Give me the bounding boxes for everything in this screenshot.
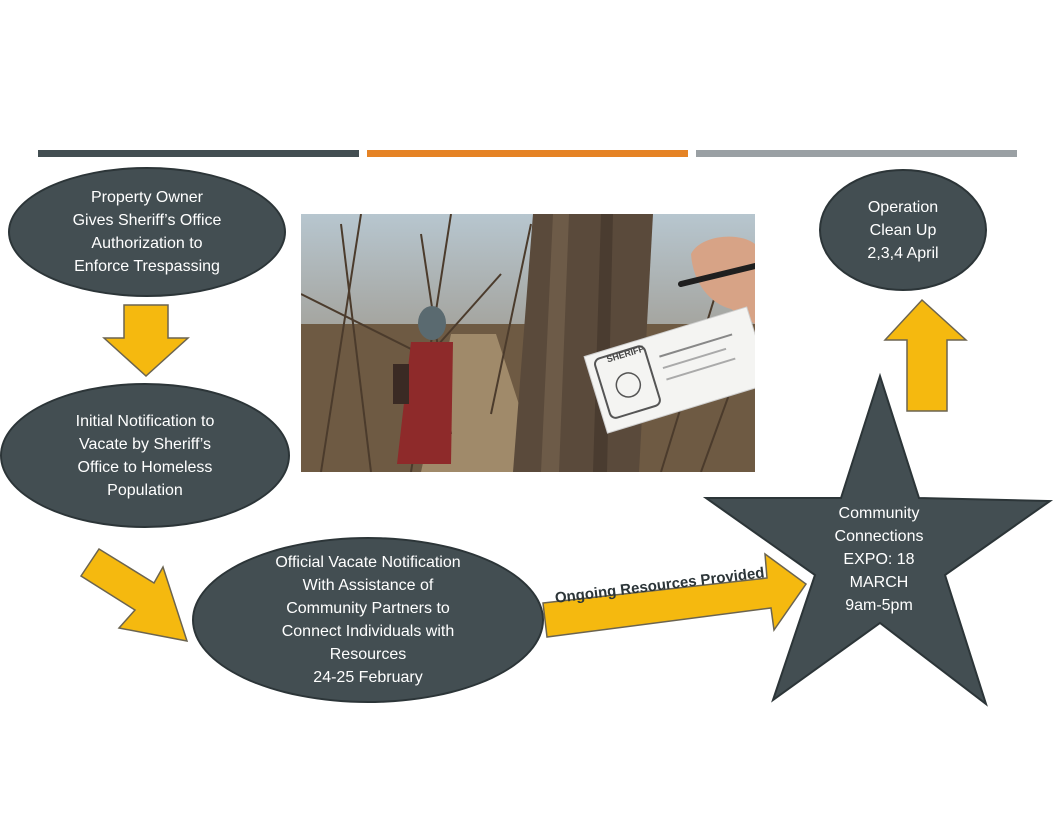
header-bar-dark: [38, 150, 359, 157]
node-property-owner-text: Property Owner Gives Sheriff’s Office Au…: [72, 189, 222, 275]
node-official-vacate: Official Vacate Notification With Assist…: [192, 537, 544, 703]
node-property-owner: Property Owner Gives Sheriff’s Office Au…: [8, 167, 286, 297]
arrow-ongoing-resources: [542, 552, 808, 638]
node-initial-notification-text: Initial Notification to Vacate by Sherif…: [75, 412, 215, 499]
photo-illustration: [301, 214, 755, 472]
node-operation-cleanup-text: Operation Clean Up 2,3,4 April: [867, 198, 939, 262]
node-initial-notification: Initial Notification to Vacate by Sherif…: [0, 383, 290, 528]
node-community-connections-text: Community Connections EXPO: 18 MARCH 9am…: [834, 505, 924, 614]
node-operation-cleanup: Operation Clean Up 2,3,4 April: [819, 169, 987, 291]
star-shape: [702, 372, 1054, 707]
header-bar-orange: [367, 150, 688, 157]
arrow-diagonal: [79, 547, 189, 642]
header-bar-gray: [696, 150, 1017, 157]
node-official-vacate-text: Official Vacate Notification With Assist…: [275, 554, 461, 686]
arrow-down: [102, 304, 190, 378]
arrow-up: [883, 298, 968, 412]
